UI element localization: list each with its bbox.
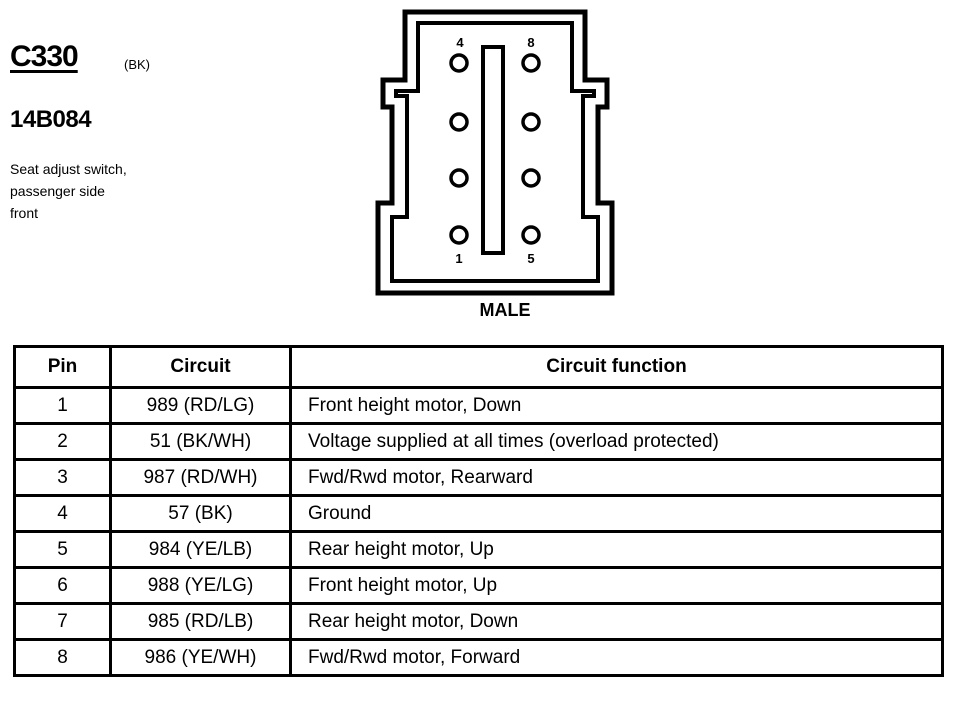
circuit-id: 984 (YE/LB) xyxy=(109,530,292,569)
circuit-function: Fwd/Rwd motor, Forward xyxy=(289,638,944,677)
circuit-function: Voltage supplied at all times (overload … xyxy=(289,422,944,461)
circuit-function: Fwd/Rwd motor, Rearward xyxy=(289,458,944,497)
description-line: front xyxy=(10,205,39,221)
circuit-id: 51 (BK/WH) xyxy=(109,422,292,461)
pin-cavity-4 xyxy=(449,53,469,73)
table-header-row: Pin Circuit Circuit function xyxy=(13,345,944,389)
pin-cavity-5 xyxy=(521,225,541,245)
circuit-function: Front height motor, Down xyxy=(289,386,944,425)
table-row: 8 986 (YE/WH) Fwd/Rwd motor, Forward xyxy=(13,638,944,677)
circuit-function: Rear height motor, Down xyxy=(289,602,944,641)
connector-outer-shell xyxy=(375,9,615,296)
connector-gender-label: MALE xyxy=(479,300,531,320)
pin-number: 4 xyxy=(13,494,112,533)
circuit-id: 988 (YE/LG) xyxy=(109,566,292,605)
pin-label-1: 1 xyxy=(455,251,462,266)
circuit-id: 985 (RD/LB) xyxy=(109,602,292,641)
pin-number: 8 xyxy=(13,638,112,677)
pin-cavity-3 xyxy=(449,112,469,132)
pin-label-5: 5 xyxy=(527,251,534,266)
connector-inner-shell xyxy=(390,21,600,283)
pin-number: 3 xyxy=(13,458,112,497)
circuit-id: 986 (YE/WH) xyxy=(109,638,292,677)
table-row: 5 984 (YE/LB) Rear height motor, Up xyxy=(13,530,944,569)
pin-number: 5 xyxy=(13,530,112,569)
circuit-function: Rear height motor, Up xyxy=(289,530,944,569)
pin-cavity-8 xyxy=(521,53,541,73)
circuit-id: 57 (BK) xyxy=(109,494,292,533)
table-row: 1 989 (RD/LG) Front height motor, Down xyxy=(13,386,944,425)
table-row: 2 51 (BK/WH) Voltage supplied at all tim… xyxy=(13,422,944,461)
table-row: 3 987 (RD/WH) Fwd/Rwd motor, Rearward xyxy=(13,458,944,497)
part-number: 14B084 xyxy=(10,106,92,133)
pin-number: 6 xyxy=(13,566,112,605)
pin-number: 1 xyxy=(13,386,112,425)
component-description: Seat adjust switch, passenger side front xyxy=(10,158,180,224)
header-pin: Pin xyxy=(13,345,112,389)
pin-cavity-1 xyxy=(449,225,469,245)
pin-cavity-7 xyxy=(521,112,541,132)
description-line: passenger side xyxy=(10,183,105,199)
pin-number: 2 xyxy=(13,422,112,461)
table-row: 7 985 (RD/LB) Rear height motor, Down xyxy=(13,602,944,641)
center-key-bar xyxy=(481,45,505,255)
connector-id: C330 xyxy=(10,40,79,73)
description-line: Seat adjust switch, xyxy=(10,161,127,177)
pin-label-4: 4 xyxy=(456,35,464,50)
pin-label-8: 8 xyxy=(527,35,534,50)
pin-cavity-2 xyxy=(449,168,469,188)
table-row: 4 57 (BK) Ground xyxy=(13,494,944,533)
header-circuit-function: Circuit function xyxy=(289,345,944,389)
circuit-function: Ground xyxy=(289,494,944,533)
pin-cavity-6 xyxy=(521,168,541,188)
table-row: 6 988 (YE/LG) Front height motor, Up xyxy=(13,566,944,605)
circuit-id: 987 (RD/WH) xyxy=(109,458,292,497)
pin-number: 7 xyxy=(13,602,112,641)
header-circuit: Circuit xyxy=(109,345,292,389)
connector-face-diagram: 4 8 1 5 xyxy=(375,9,615,296)
pinout-table: Pin Circuit Circuit function 1 989 (RD/L… xyxy=(13,345,944,677)
circuit-function: Front height motor, Up xyxy=(289,566,944,605)
circuit-id: 989 (RD/LG) xyxy=(109,386,292,425)
connector-color: (BK) xyxy=(124,57,150,72)
